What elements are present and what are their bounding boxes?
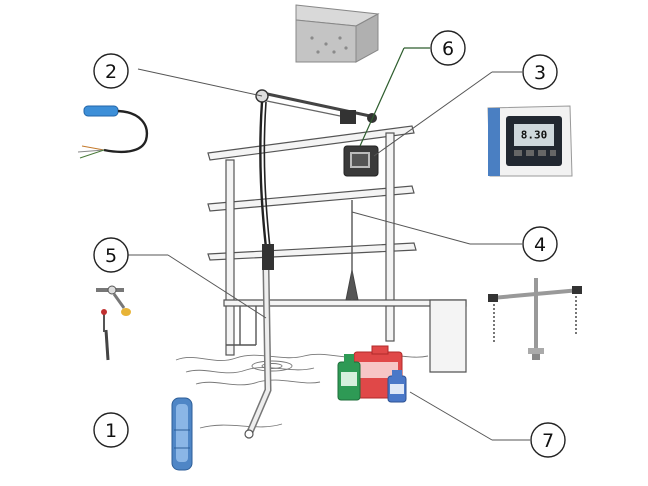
immersion-pipe xyxy=(244,269,272,439)
sensor-icon xyxy=(171,397,193,471)
callout-6-label: 6 xyxy=(442,38,454,60)
callout-3: 3 xyxy=(522,54,558,90)
weather-shield-icon xyxy=(295,4,380,63)
leader-2 xyxy=(137,68,263,97)
callout-3-label: 3 xyxy=(534,62,546,84)
cable-sensor-icon xyxy=(77,105,149,159)
callout-1-label: 1 xyxy=(105,420,117,442)
callout-2: 2 xyxy=(93,53,129,89)
leader-3b xyxy=(373,71,493,157)
callout-7-label: 7 xyxy=(542,430,554,452)
callout-7: 7 xyxy=(530,422,566,458)
leader-5b xyxy=(167,254,267,319)
callout-2-label: 2 xyxy=(105,61,117,83)
transmitter-icon: 8.30 xyxy=(487,105,573,177)
measuring-cable xyxy=(259,101,274,270)
leader-7b xyxy=(409,391,493,441)
callout-1: 1 xyxy=(93,412,129,448)
controller-display-reading: 8.30 xyxy=(521,129,548,142)
bottles-icon xyxy=(337,345,407,403)
callout-5: 5 xyxy=(93,237,129,273)
callout-5-label: 5 xyxy=(105,245,117,267)
leader-6b xyxy=(359,47,405,147)
leader-lines xyxy=(128,47,530,441)
leader-4b xyxy=(351,211,471,245)
callout-6: 6 xyxy=(430,30,466,66)
cantilever-holder xyxy=(255,89,377,124)
holder-frame-icon xyxy=(488,278,582,360)
callout-4-label: 4 xyxy=(534,234,546,256)
mounted-transmitter xyxy=(343,145,379,177)
assembly-icon xyxy=(96,285,131,361)
callout-4: 4 xyxy=(522,226,558,262)
railing-structure xyxy=(207,125,467,373)
